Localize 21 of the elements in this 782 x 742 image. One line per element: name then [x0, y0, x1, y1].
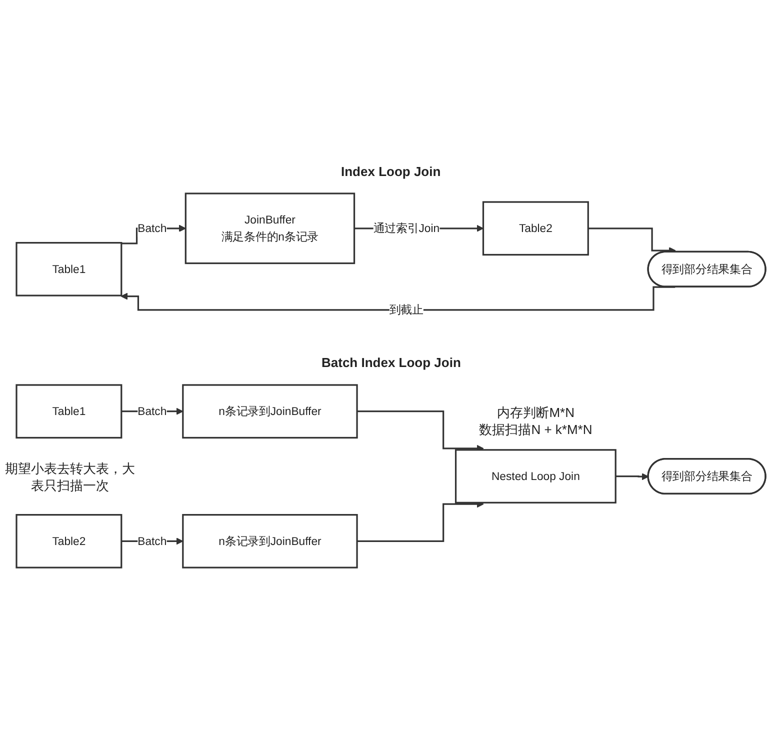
node-box: JoinBuffer 满足条件的n条记录 — [184, 193, 356, 265]
node-box: n条记录到JoinBuffer — [182, 384, 358, 439]
edge-label: 到截止 — [389, 303, 424, 316]
annotation-text: 期望小表去转大表，大表只扫描一次 — [4, 460, 136, 494]
annotation-text: 数据扫描N + k*M*N — [479, 421, 592, 438]
node-box: Table2 — [16, 514, 122, 569]
edge-label: Batch — [138, 404, 167, 418]
edge-label: Batch — [138, 222, 167, 235]
arrow — [616, 474, 649, 481]
edge-label: Batch — [138, 534, 167, 548]
node-box: Table1 — [16, 384, 122, 439]
node-box: Table1 — [16, 242, 122, 297]
node-box: n条记录到JoinBuffer — [182, 514, 358, 569]
section-heading: Batch Index Loop Join — [322, 354, 461, 372]
arrow — [357, 501, 484, 542]
section-heading: Index Loop Join — [341, 162, 441, 180]
annotation-text: 内存判断M*N — [497, 404, 574, 422]
node-box: Table2 — [482, 202, 589, 256]
edge-label: 通过索引Join — [373, 222, 440, 235]
node-box: Nested Loop Join — [454, 450, 616, 504]
arrow — [357, 411, 484, 452]
